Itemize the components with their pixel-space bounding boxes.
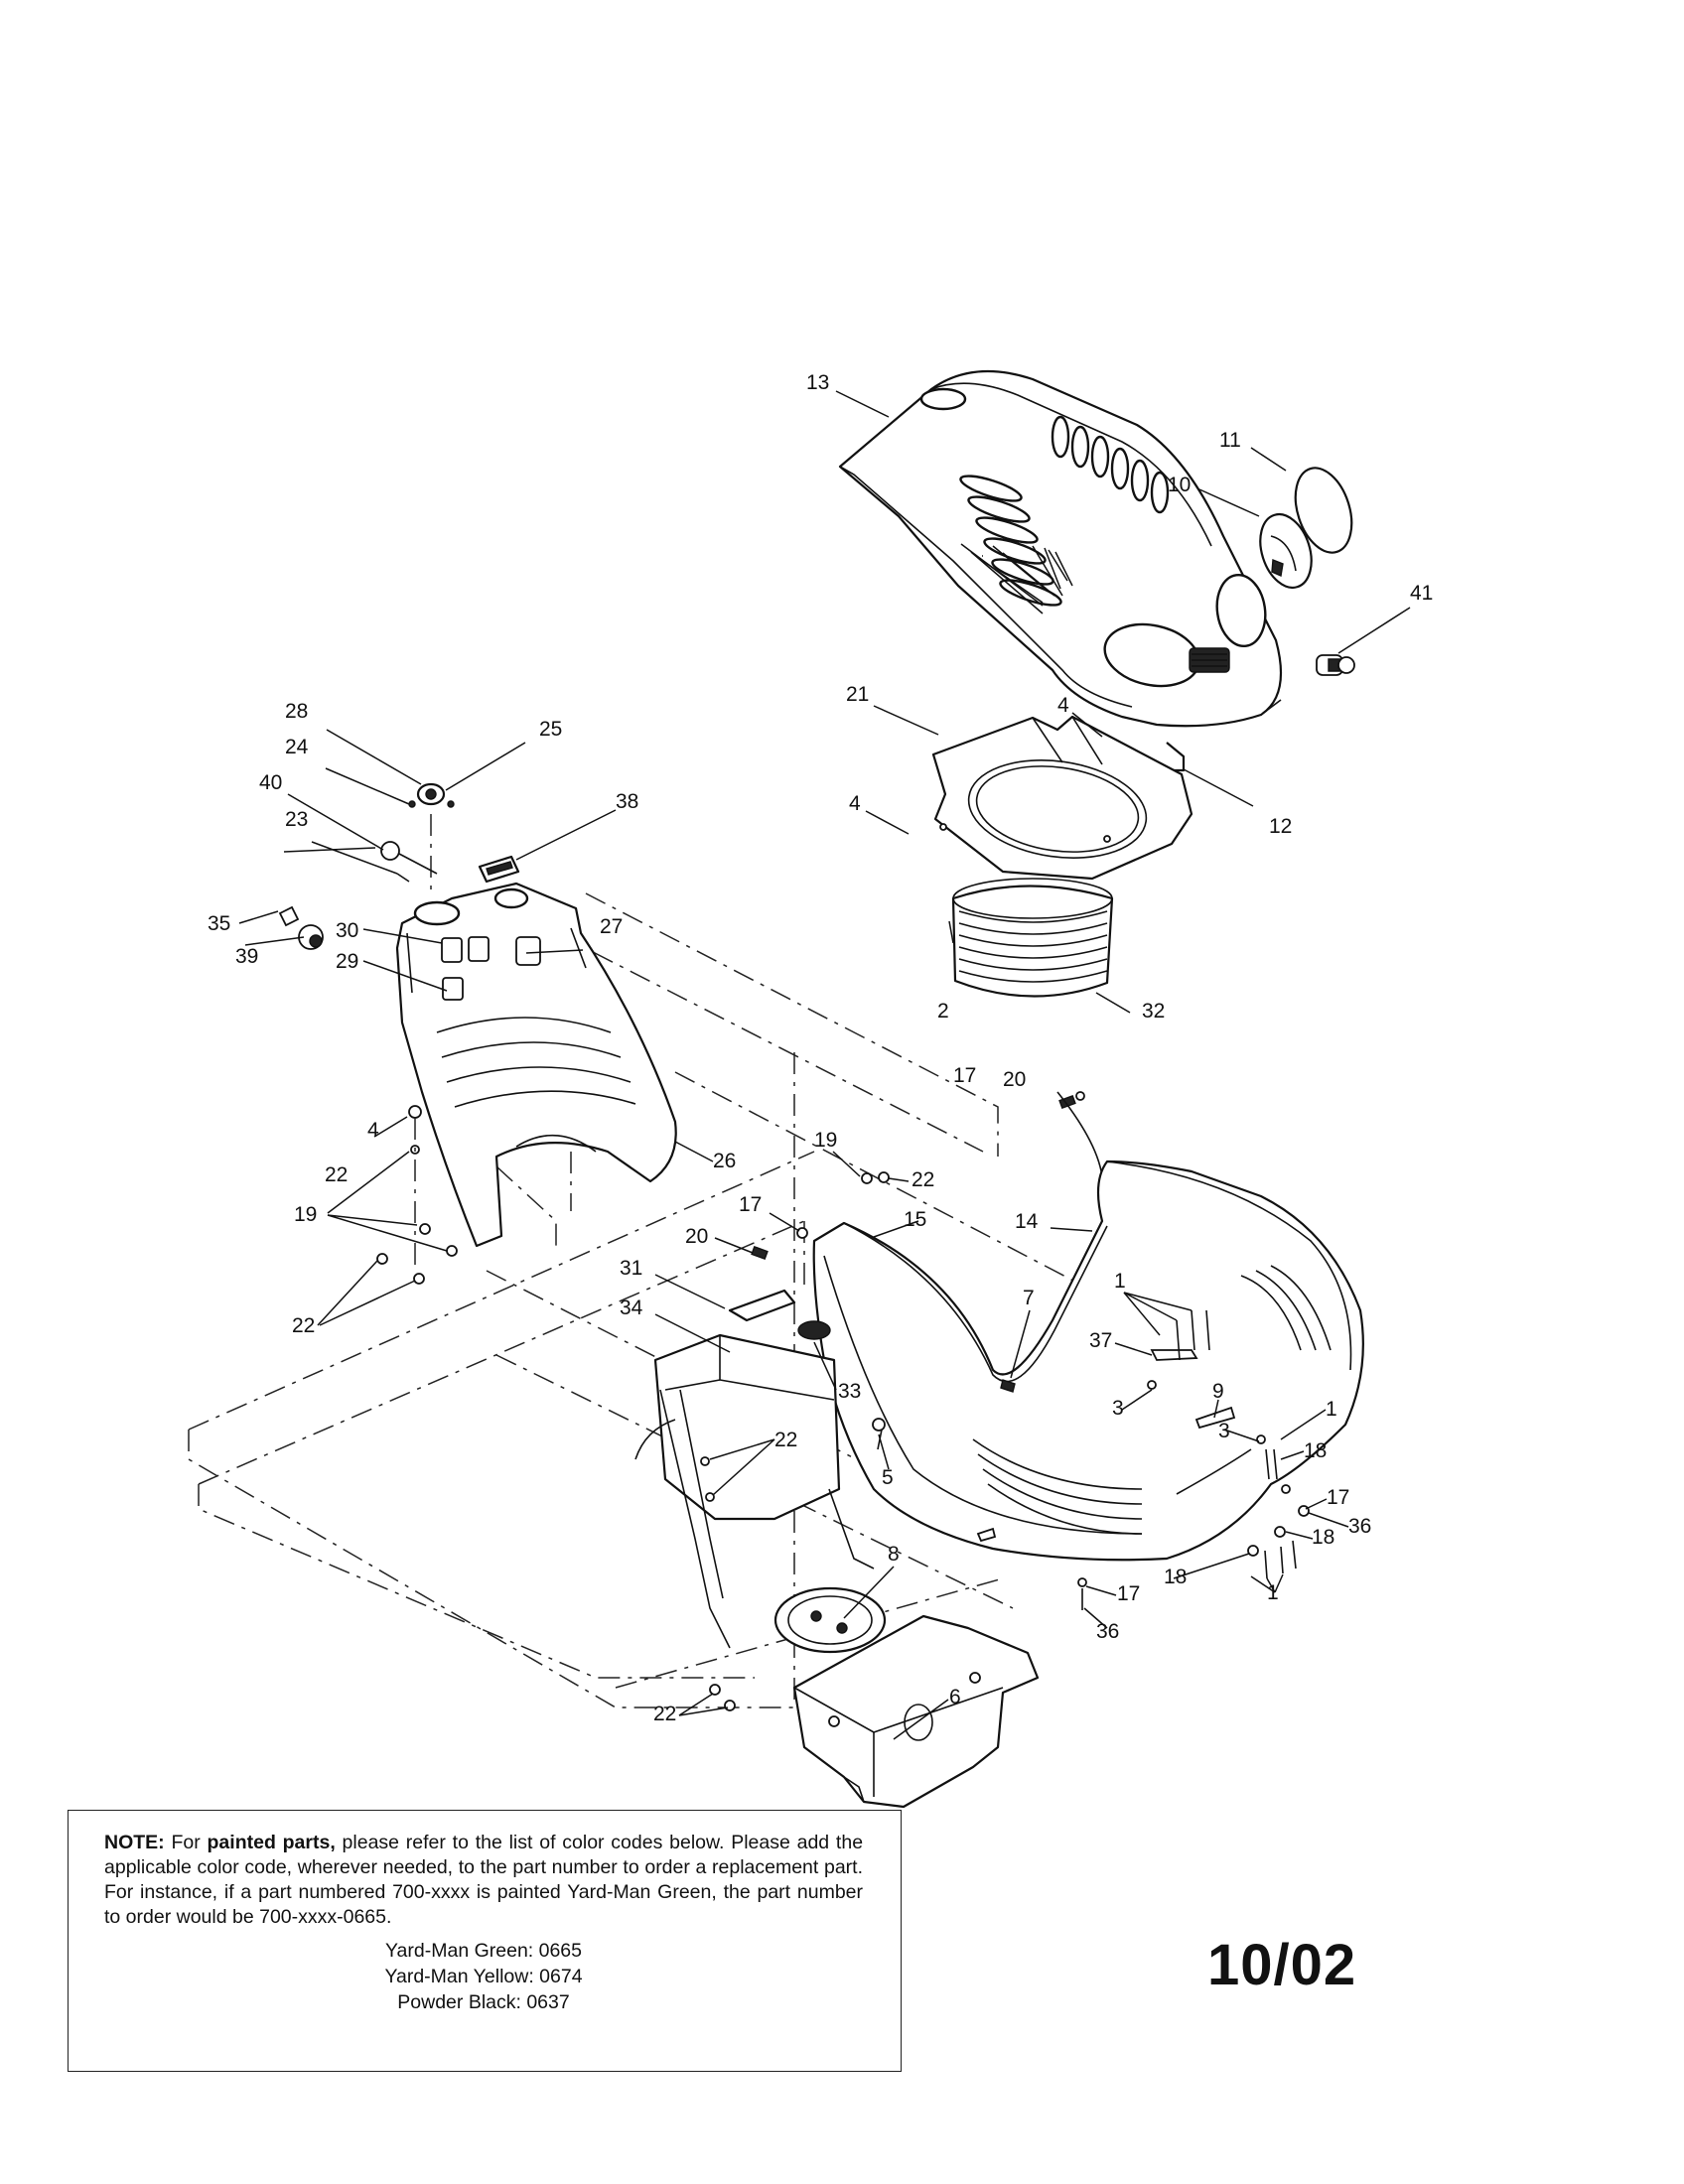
callout-18: 18 <box>1312 1526 1334 1549</box>
hardware-bottom-22 <box>709 1684 736 1711</box>
bulb-socket-part-41 <box>1316 654 1355 676</box>
dash-part-26 <box>395 882 677 1248</box>
callout-4: 4 <box>367 1119 379 1142</box>
callout-40: 40 <box>259 771 282 794</box>
callout-4: 4 <box>849 792 861 815</box>
callout-19: 19 <box>814 1129 837 1152</box>
headlight-parts-10-11 <box>1259 467 1353 589</box>
fender-part-15 <box>812 1160 1364 1562</box>
callout-labels: 13 11 10 41 21 4 12 4 28 24 25 40 38 23 … <box>208 371 1433 1725</box>
callout-20: 20 <box>685 1225 708 1248</box>
color-code-green: Yard-Man Green: 0665 <box>385 1940 582 1962</box>
callout-22: 22 <box>912 1168 934 1191</box>
callout-4: 4 <box>1057 694 1069 717</box>
callout-20: 20 <box>1003 1068 1026 1091</box>
callout-29: 29 <box>336 950 358 973</box>
ignition-parts-28-24-25 <box>408 782 455 893</box>
callout-5: 5 <box>882 1466 894 1489</box>
hood-part-13 <box>838 369 1283 728</box>
bracket-hardware-right <box>976 1309 1310 1610</box>
clip-part-7 <box>1000 1379 1016 1393</box>
callout-24: 24 <box>285 736 309 758</box>
callout-21: 21 <box>846 683 869 706</box>
callout-6: 6 <box>949 1686 961 1708</box>
callout-31: 31 <box>620 1257 642 1280</box>
callout-22: 22 <box>653 1703 676 1725</box>
callout-25: 25 <box>539 718 562 741</box>
callout-26: 26 <box>713 1150 736 1172</box>
callout-9: 9 <box>1212 1380 1224 1403</box>
grommet-part-32 <box>951 878 1114 998</box>
fender-vents <box>972 1265 1332 1535</box>
revision-date: 10/02 <box>1207 1933 1357 1997</box>
callout-1: 1 <box>1114 1270 1126 1293</box>
callout-2: 2 <box>937 1000 949 1023</box>
hood-bracket-part-21 <box>931 715 1193 881</box>
callout-27: 27 <box>600 915 623 938</box>
note-bold-phrase: painted parts, <box>207 1832 336 1853</box>
callout-11: 11 <box>1219 429 1241 452</box>
tank-parts-31-34-33 <box>634 1289 886 1649</box>
callout-22: 22 <box>774 1429 797 1451</box>
callout-23: 23 <box>285 808 308 831</box>
plate-part-8 <box>773 1586 887 1654</box>
callout-12: 12 <box>1269 815 1292 838</box>
hardware-middle <box>751 1091 1085 1261</box>
color-code-yellow: Yard-Man Yellow: 0674 <box>384 1966 583 1987</box>
note-paragraph: NOTE: For painted parts, please refer to… <box>104 1831 863 1930</box>
callout-10: 10 <box>1168 474 1191 496</box>
hood-vents-left <box>959 475 1062 607</box>
callout-19: 19 <box>294 1203 317 1226</box>
note-text-body: please refer to the list of color codes … <box>104 1832 864 1928</box>
callout-17: 17 <box>953 1064 976 1087</box>
callout-33: 33 <box>838 1380 861 1403</box>
callout-32: 32 <box>1142 1000 1165 1023</box>
note-label: NOTE: <box>104 1832 165 1853</box>
callout-36: 36 <box>1096 1620 1119 1643</box>
note-text-start: For <box>171 1832 201 1853</box>
callout-1: 1 <box>1267 1581 1279 1604</box>
hardware-left-19-22 <box>376 1105 458 1285</box>
callout-37: 37 <box>1089 1329 1112 1352</box>
callout-3: 3 <box>1218 1420 1230 1442</box>
callout-18: 18 <box>1304 1439 1327 1462</box>
callout-15: 15 <box>904 1208 926 1231</box>
callout-7: 7 <box>1023 1287 1035 1309</box>
callout-13: 13 <box>806 371 829 394</box>
callout-14: 14 <box>1015 1210 1039 1233</box>
callout-39: 39 <box>235 945 258 968</box>
painted-parts-note: NOTE: For painted parts, please refer to… <box>68 1810 902 2072</box>
callout-1: 1 <box>1326 1398 1337 1421</box>
hood-vents-top <box>1051 415 1170 514</box>
callout-22: 22 <box>292 1314 315 1337</box>
leader-lines-lower <box>283 847 1349 1740</box>
callout-22: 22 <box>325 1163 348 1186</box>
callout-36: 36 <box>1348 1515 1371 1538</box>
callout-18: 18 <box>1164 1566 1187 1588</box>
callout-38: 38 <box>616 790 638 813</box>
hood-pin-part-12 <box>1166 742 1186 772</box>
callout-17: 17 <box>739 1193 762 1216</box>
callout-17: 17 <box>1117 1582 1140 1605</box>
switch-part-38 <box>478 855 520 884</box>
color-code-black: Powder Black: 0637 <box>397 1991 570 2013</box>
callout-3: 3 <box>1112 1397 1124 1420</box>
switch-parts-35-39 <box>278 905 324 950</box>
callout-8: 8 <box>888 1543 900 1566</box>
leader-lines <box>238 390 1411 1014</box>
callout-41: 41 <box>1410 582 1433 605</box>
callout-30: 30 <box>336 919 358 942</box>
callout-17: 17 <box>1327 1486 1349 1509</box>
callout-35: 35 <box>208 912 230 935</box>
callout-28: 28 <box>285 700 308 723</box>
knob-parts-40-23 <box>380 841 438 883</box>
callout-34: 34 <box>620 1297 643 1319</box>
frame-part-6 <box>792 1614 1040 1809</box>
color-code-list: Yard-Man Green: 0665 Yard-Man Yellow: 06… <box>104 1938 863 2015</box>
